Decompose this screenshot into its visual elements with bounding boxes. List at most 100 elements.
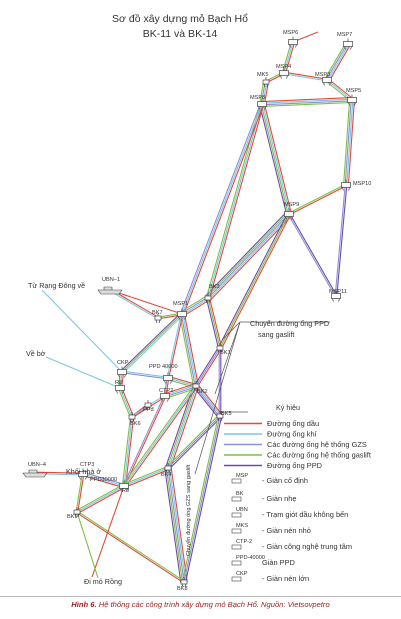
pipeline-segment: [205, 297, 219, 349]
pipeline-segment: [125, 416, 135, 487]
legend-symbol-label: - Giàn cố định: [262, 476, 308, 485]
label-pfd30000: PPD30000: [90, 477, 117, 483]
light-platform-icon: [216, 411, 224, 422]
light-platform-icon: [192, 381, 200, 392]
label-chuyen-line1: Chuyển đường ống PPD: [250, 319, 329, 328]
pipeline-segment: [283, 71, 328, 80]
pipeline-segment: [283, 41, 294, 74]
pipeline-segment: [123, 416, 133, 487]
fixed-platform-icon: [163, 372, 173, 384]
pipeline-segment: [289, 213, 338, 297]
label-bk4: BK4: [161, 472, 172, 478]
label-bk7: BK7: [152, 310, 163, 316]
fixed-platform-icon: [343, 38, 353, 50]
label-bk9: BK9: [67, 514, 78, 520]
legend-line-label: Đường ống khí: [267, 430, 318, 439]
pipeline-segment: [326, 79, 353, 101]
legend-symbol-label: Giàn PPD: [262, 558, 295, 567]
pipeline-segment: [75, 473, 83, 513]
pipeline-segment: [197, 383, 223, 416]
label-khoi-nha-o: Khối nhà ở: [66, 467, 101, 476]
diagram-title-line1: Sơ đồ xây dựng mỏ Bạch Hổ: [112, 13, 248, 25]
label-bk3: BK3: [209, 284, 220, 290]
legend-symbol-label: - Trạm giót dầu không bến: [262, 510, 348, 519]
pipeline-segment: [117, 388, 132, 419]
label-msp8: MSP8: [250, 95, 265, 101]
legend-heading: Ký hiệu: [276, 403, 300, 412]
pipeline-segment: [259, 81, 265, 105]
pipeline-segment: [163, 383, 196, 395]
pipeline-segment: [121, 416, 131, 487]
pipeline-segment: [283, 73, 328, 82]
fixed-platform-icon: [177, 308, 187, 320]
fixed-platform-icon: [347, 94, 357, 106]
pipeline-network: [34, 31, 355, 584]
label-bk8: BK8: [177, 586, 188, 592]
figure-caption: Hình 6. Hệ thống các công trình xây dựng…: [0, 600, 401, 609]
station-labels: MSP6 MSP7 MSP4 MK5 MSP3 MSP8 MSP5 MSP10 …: [28, 30, 371, 592]
fixed-platform-icon: [117, 366, 127, 378]
fixed-platform-icon: [331, 290, 341, 302]
pipeline-segment: [208, 103, 265, 299]
pipeline-segment: [75, 484, 124, 512]
fixed-platform-icon: [288, 36, 298, 48]
label-bk5: BK5: [221, 411, 232, 417]
pipeline-segment: [34, 471, 84, 474]
label-bk1: BK1: [220, 350, 231, 356]
legend-symbol-icon: [231, 544, 242, 550]
pipeline-segment: [207, 103, 263, 299]
pipeline-segment: [165, 467, 183, 583]
pipeline-segment: [122, 384, 196, 486]
storage-tanker-icon: [97, 286, 123, 295]
legend-symbol-icon: [231, 560, 242, 566]
label-ubn4: UBN–4: [28, 462, 46, 468]
pipeline-segment: [77, 486, 126, 514]
label-ppd-small: PPđ: [143, 407, 154, 413]
pipeline-segment: [325, 43, 348, 81]
pipeline-segment: [219, 213, 290, 349]
pipeline-segment: [123, 385, 197, 487]
pipeline-segment: [261, 98, 353, 104]
pipeline-segment: [183, 415, 221, 583]
label-ckp: CKP: [117, 360, 129, 366]
caption-figure-number: Hình 6.: [71, 600, 97, 609]
pipeline-segment: [262, 81, 268, 105]
pipeline-segment: [209, 297, 223, 349]
label-ppd: PPD 40000: [149, 364, 178, 370]
label-chuyen-line2: sang gaslift: [258, 330, 294, 339]
label-msp9: MSP9: [284, 202, 299, 208]
pipeline-segment: [124, 395, 167, 487]
legend-symbol-code: PPD-40000: [236, 555, 265, 561]
connector-lines: [194, 321, 330, 475]
fixed-platform-icon: [160, 390, 170, 402]
pipeline-segment: [182, 299, 210, 317]
caption-text: Hệ thống các công trình xây dựng mỏ Bạch…: [98, 600, 330, 609]
legend-line-label: Các đường ống hệ thống gaslift: [267, 451, 371, 460]
pipeline-segment: [167, 415, 221, 469]
label-msp7: MSP7: [337, 32, 352, 38]
pipeline-segment: [343, 99, 351, 186]
label-msp3: MSP3: [315, 72, 330, 78]
pipeline-segment: [122, 314, 184, 374]
pipeline-segment: [76, 512, 185, 584]
pipeline-segment: [164, 386, 197, 398]
pipeline-segment: [120, 386, 135, 417]
pipeline-segment: [327, 43, 350, 81]
pipeline-segment: [181, 296, 209, 314]
fixed-platform-icon: [279, 67, 289, 79]
pipeline-segment: [121, 370, 169, 378]
pipeline-segment: [168, 385, 198, 469]
legend-symbol-code: CKP: [236, 571, 248, 577]
pipeline-segment: [207, 297, 221, 349]
label-msp10: MSP10: [353, 181, 371, 187]
legend-symbol-code: MSP: [236, 473, 248, 479]
legend-symbol-icon: [231, 528, 242, 534]
pipeline-segment: [76, 510, 185, 582]
light-platform-icon: [164, 463, 172, 474]
legend-symbol-code: CTP-2: [236, 539, 252, 545]
light-platform-icon: [128, 412, 136, 423]
pipeline-segment: [169, 386, 199, 470]
legend-symbol-label: - Giàn nén nhỏ: [262, 526, 311, 535]
